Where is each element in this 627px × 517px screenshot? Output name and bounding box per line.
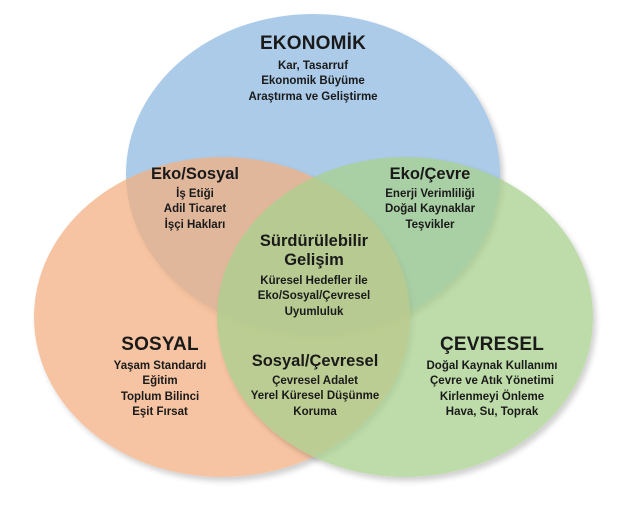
eco-environment-line-1: Enerji Verimliliği <box>385 187 475 200</box>
environmental-line-3: Kirlenmeyi Önleme <box>439 390 545 403</box>
social-title: SOSYAL <box>121 334 199 355</box>
environmental-title: ÇEVRESEL <box>439 334 544 355</box>
eco-social-line-3: İşçi Hakları <box>164 218 226 231</box>
economic-line-3: Araştırma ve Geliştirme <box>248 90 378 103</box>
center-line-2: Eko/Sosyal/Çevresel <box>257 290 371 303</box>
eco-environment-line-2: Doğal Kaynaklar <box>384 203 476 216</box>
eco-social-line-2: Adil Ticaret <box>163 203 227 216</box>
environmental-circle <box>217 157 593 477</box>
center-region: Sürdürülebilir Gelişim Küresel Hedefler … <box>236 232 392 320</box>
economic-region: EKONOMİK Kar, Tasarruf Ekonomik Büyüme A… <box>213 33 413 105</box>
eco-environment-title: Eko/Çevre <box>389 165 471 183</box>
environmental-line-1: Doğal Kaynak Kullanımı <box>426 359 558 372</box>
center-line-3: Uyumluluk <box>284 305 344 318</box>
social-line-2: Eğitim <box>142 375 178 388</box>
economic-line-2: Ekonomik Büyüme <box>261 75 365 88</box>
social-environment-line-1: Çevresel Adalet <box>272 374 358 387</box>
eco-environment-line-3: Teşvikler <box>405 218 455 231</box>
social-line-3: Toplum Bilinci <box>120 390 200 403</box>
social-line-1: Yaşam Standardı <box>113 359 207 372</box>
center-title-line-2: Gelişim <box>284 250 344 269</box>
economic-title: EKONOMİK <box>259 33 367 54</box>
eco-environment-region: Eko/Çevre Enerji Verimliliği Doğal Kayna… <box>355 165 505 233</box>
social-environment-region: Sosyal/Çevresel Çevresel Adalet Yerel Kü… <box>230 352 400 420</box>
social-environment-line-3: Koruma <box>293 405 337 418</box>
social-environment-line-2: Yerel Küresel Düşünme <box>250 390 380 403</box>
environmental-line-2: Çevre ve Atık Yönetimi <box>430 375 554 388</box>
social-line-4: Eşit Fırsat <box>132 406 188 419</box>
eco-social-line-1: İş Etiği <box>176 187 214 200</box>
center-line-1: Küresel Hedefler ile <box>260 274 368 287</box>
economic-line-1: Kar, Tasarruf <box>277 59 349 72</box>
social-region: SOSYAL Yaşam Standardı Eğitim Toplum Bil… <box>85 334 235 421</box>
environmental-line-4: Hava, Su, Toprak <box>445 406 539 419</box>
social-environment-title: Sosyal/Çevresel <box>251 352 379 370</box>
eco-social-region: Eko/Sosyal İş Etiği Adil Ticaret İşçi Ha… <box>125 165 265 233</box>
environmental-region: ÇEVRESEL Doğal Kaynak Kullanımı Çevre ve… <box>412 334 572 421</box>
eco-social-title: Eko/Sosyal <box>150 165 240 183</box>
center-title-line-1: Sürdürülebilir <box>259 232 369 250</box>
